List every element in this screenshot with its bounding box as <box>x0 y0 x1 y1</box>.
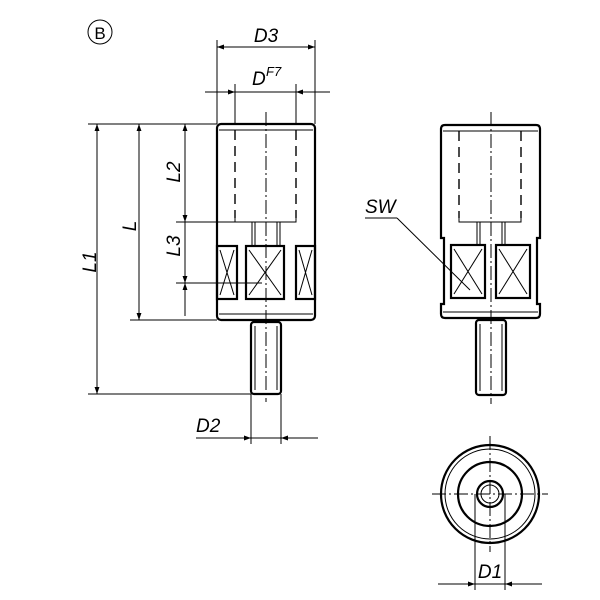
bottom-view: D1 <box>432 436 548 590</box>
dim-D3: D3 <box>254 26 279 47</box>
dim-D-tolerance: F7 <box>266 64 282 79</box>
dim-L2: L2 <box>164 161 185 183</box>
variant-badge: B <box>87 19 113 45</box>
front-dimensions: D3 D F7 L1 L L2 L3 D2 <box>80 26 330 444</box>
side-view <box>439 112 542 404</box>
dim-D: D <box>252 69 266 90</box>
dim-SW: SW <box>365 197 398 218</box>
front-view <box>215 112 317 402</box>
dim-D1: D1 <box>478 562 502 583</box>
sw-callout: SW <box>365 197 471 291</box>
dim-L3: L3 <box>164 235 185 257</box>
dim-D2: D2 <box>196 416 221 437</box>
variant-label: B <box>94 24 105 43</box>
dim-L1: L1 <box>80 251 101 272</box>
dim-L: L <box>120 221 141 232</box>
